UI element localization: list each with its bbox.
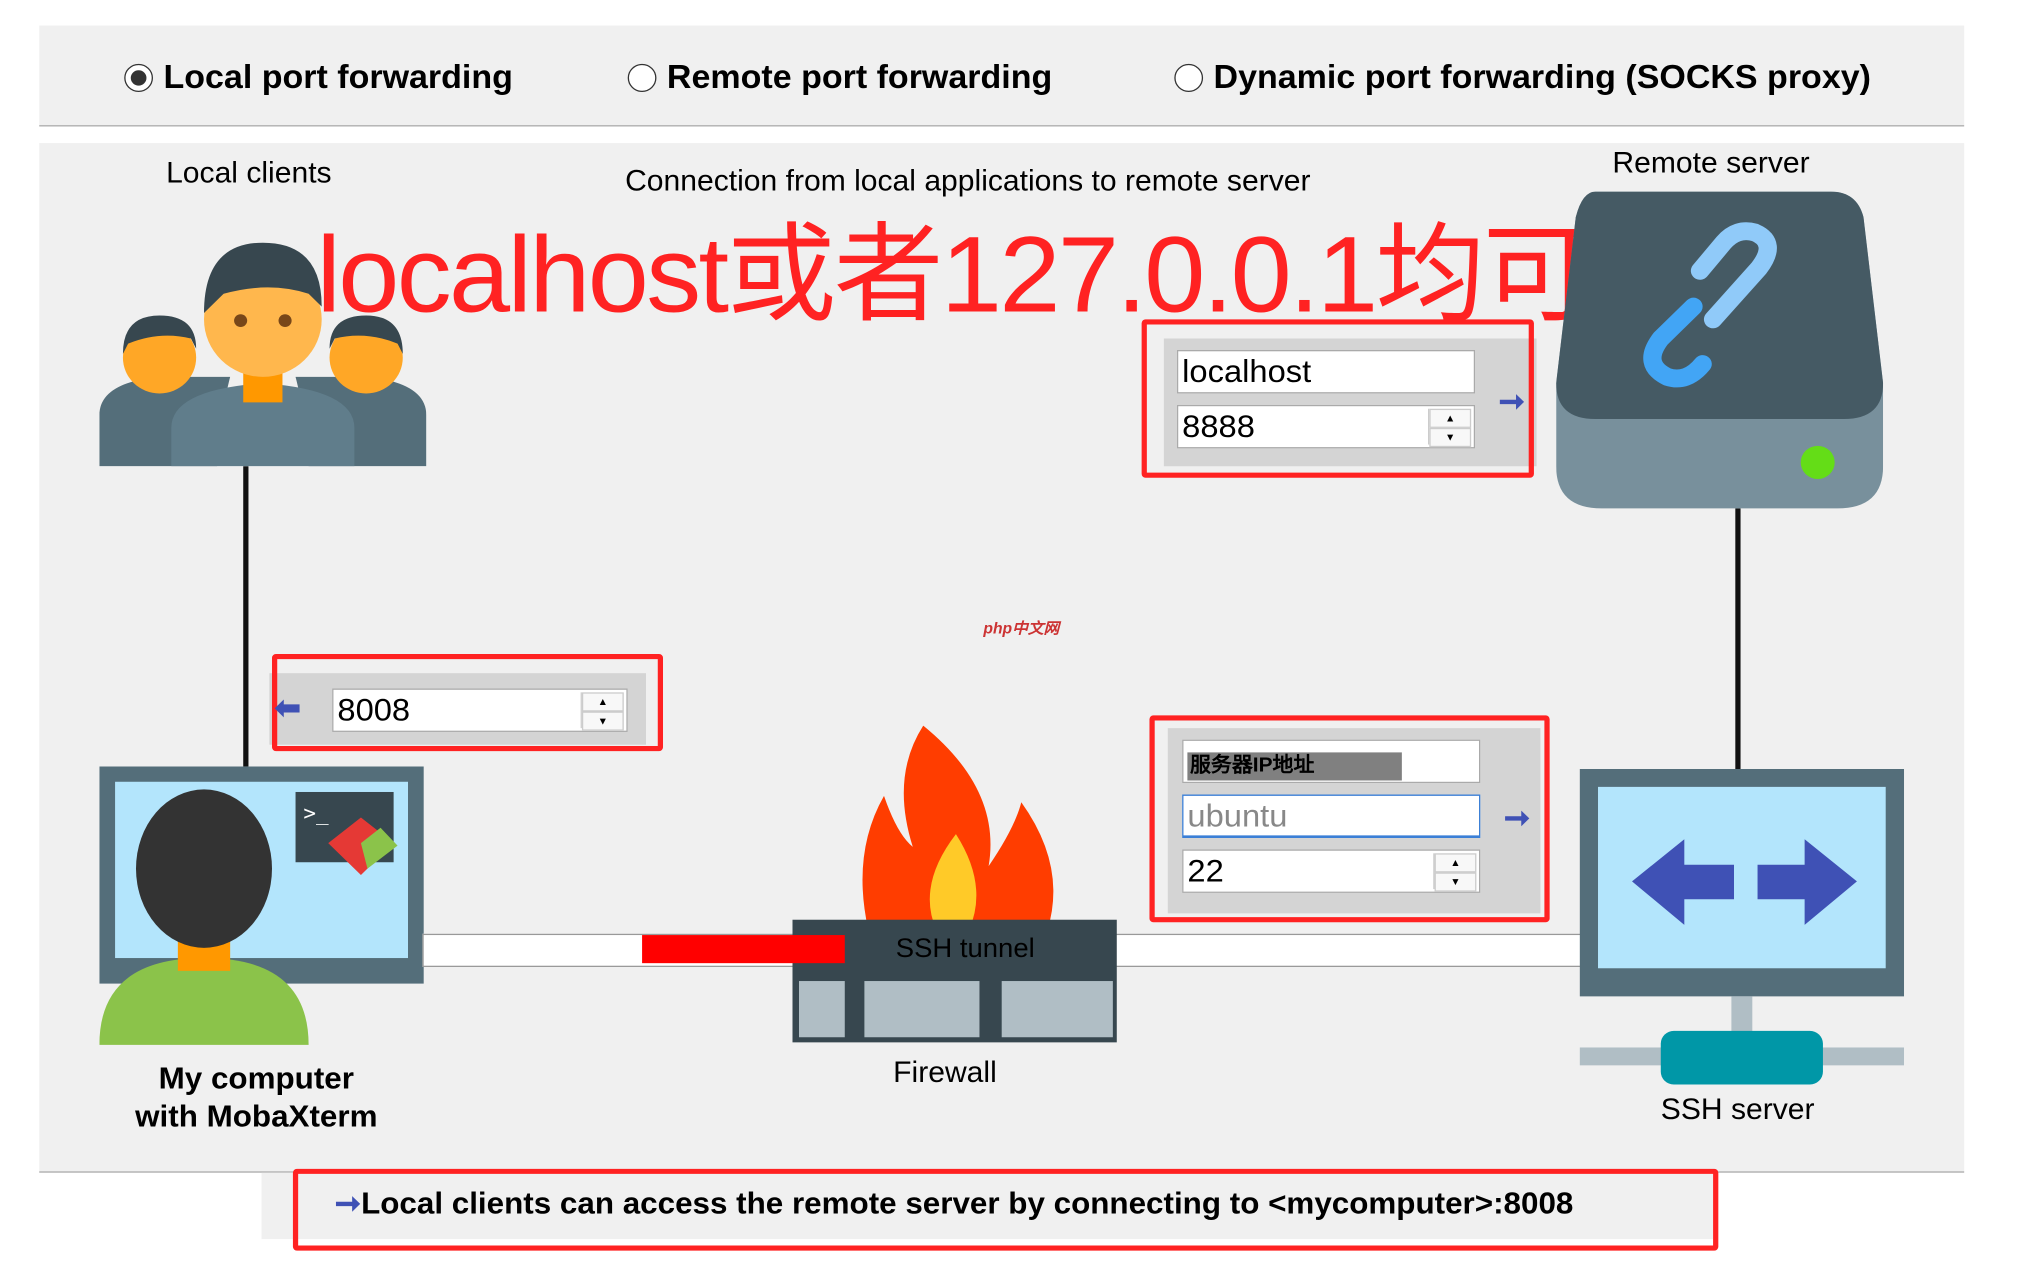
radio-dynamic-forwarding[interactable]: Dynamic port forwarding (SOCKS proxy) <box>1174 57 1871 97</box>
port-stepper[interactable]: ▲▼ <box>1428 408 1472 448</box>
port-stepper[interactable]: ▲▼ <box>1433 853 1477 892</box>
arrow-left-icon: ⬅ <box>274 691 301 726</box>
radio-label: Remote port forwarding <box>666 57 1053 96</box>
tunnel-highlight <box>642 935 845 964</box>
stepper-down[interactable]: ▼ <box>1429 427 1472 448</box>
ssh-host-value: 服务器IP地址 <box>1187 752 1402 781</box>
footer-text: Local clients can access the remote serv… <box>361 1186 1574 1222</box>
ssh-server-label: SSH server <box>1660 1092 1815 1126</box>
annotation-text: localhost或者127.0.0.1均可 <box>316 214 1592 335</box>
connection-label: Connection from local applications to re… <box>625 163 1311 197</box>
footer-panel <box>261 1172 1716 1240</box>
local-port-input[interactable]: 8008 ▲▼ <box>332 688 628 732</box>
local-port-value: 8008 <box>337 692 411 729</box>
users-icon <box>99 242 427 467</box>
stepper-up[interactable]: ▲ <box>1429 408 1472 428</box>
highlight-box <box>1141 319 1534 478</box>
radio-local-forwarding[interactable]: Local port forwarding <box>124 57 513 97</box>
remote-server-icon <box>1556 191 1884 509</box>
firewall-icon <box>792 725 1117 1043</box>
my-computer-line2: with MobaXterm <box>135 1099 378 1135</box>
stepper-down[interactable]: ▼ <box>1434 872 1477 892</box>
arrow-right-icon: ➞ <box>334 1186 362 1222</box>
ssh-tunnel-label: SSH tunnel <box>895 933 1035 964</box>
my-computer-label: My computer with MobaXterm <box>78 1060 434 1137</box>
highlight-box <box>1149 715 1550 923</box>
radio-icon <box>1174 63 1204 92</box>
radio-label: Dynamic port forwarding (SOCKS proxy) <box>1213 57 1871 96</box>
ssh-user-input[interactable]: ubuntu <box>1182 794 1481 838</box>
firewall-label: Firewall <box>893 1055 997 1089</box>
port-stepper[interactable]: ▲▼ <box>580 692 624 731</box>
stepper-down[interactable]: ▼ <box>581 711 624 731</box>
computer-user-icon: >_ <box>99 766 424 1045</box>
connector-line <box>243 466 249 767</box>
radio-remote-forwarding[interactable]: Remote port forwarding <box>627 57 1053 97</box>
ssh-port-input[interactable]: 22 ▲▼ <box>1182 849 1481 893</box>
watermark: php中文网 <box>983 619 1060 638</box>
radio-selected-icon <box>124 63 154 92</box>
ssh-port-value: 22 <box>1187 853 1224 890</box>
ssh-host-input[interactable]: 服务器IP地址 <box>1182 739 1481 784</box>
svg-text:>_: >_ <box>303 801 329 825</box>
radio-label: Local port forwarding <box>163 57 513 96</box>
footer-message: ➞Local clients can access the remote ser… <box>335 1185 1574 1222</box>
arrow-right-icon: ➞ <box>1503 800 1531 836</box>
arrow-right-icon: ➞ <box>1498 384 1525 419</box>
ssh-server-icon <box>1579 768 1905 1085</box>
stepper-up[interactable]: ▲ <box>581 692 624 712</box>
connector-line <box>1735 508 1741 771</box>
stepper-up[interactable]: ▲ <box>1434 853 1477 873</box>
highlight-box <box>272 654 664 752</box>
remote-server-label: Remote server <box>1612 145 1810 179</box>
mode-selector <box>39 25 1965 127</box>
my-computer-line1: My computer <box>158 1061 354 1097</box>
highlight-box <box>292 1168 1719 1251</box>
local-clients-label: Local clients <box>166 155 332 190</box>
remote-host-input[interactable]: localhost <box>1176 350 1476 394</box>
remote-port-input[interactable]: 8888 ▲▼ <box>1176 404 1476 449</box>
remote-port-value: 8888 <box>1182 408 1255 445</box>
radio-icon <box>627 63 657 92</box>
